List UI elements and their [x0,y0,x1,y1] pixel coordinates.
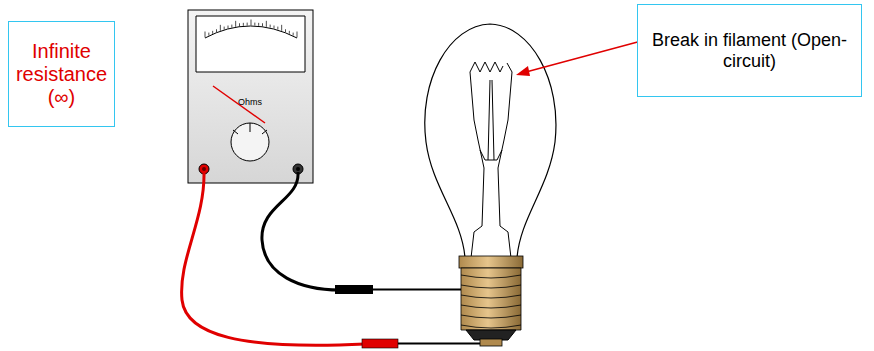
black-probe [335,285,373,294]
red-test-lead [182,172,365,345]
black-test-lead [262,172,340,290]
leader-arrowhead [516,66,530,76]
leader-arrow [526,40,645,72]
broken-filament [470,62,503,72]
meter-needle [213,86,265,123]
callout-text: Infinite resistance (∞) [15,40,108,109]
callout-box: Infinite resistance (∞) [8,21,115,127]
light-bulb [425,24,556,346]
range-knob [231,123,269,161]
ohmmeter [188,10,313,183]
callout-box: Break in filament (Open-circuit) [637,4,862,97]
red-probe [362,339,398,348]
meter-unit-label: Ohms [238,97,262,107]
callout-text: Break in filament (Open-circuit) [644,30,855,72]
